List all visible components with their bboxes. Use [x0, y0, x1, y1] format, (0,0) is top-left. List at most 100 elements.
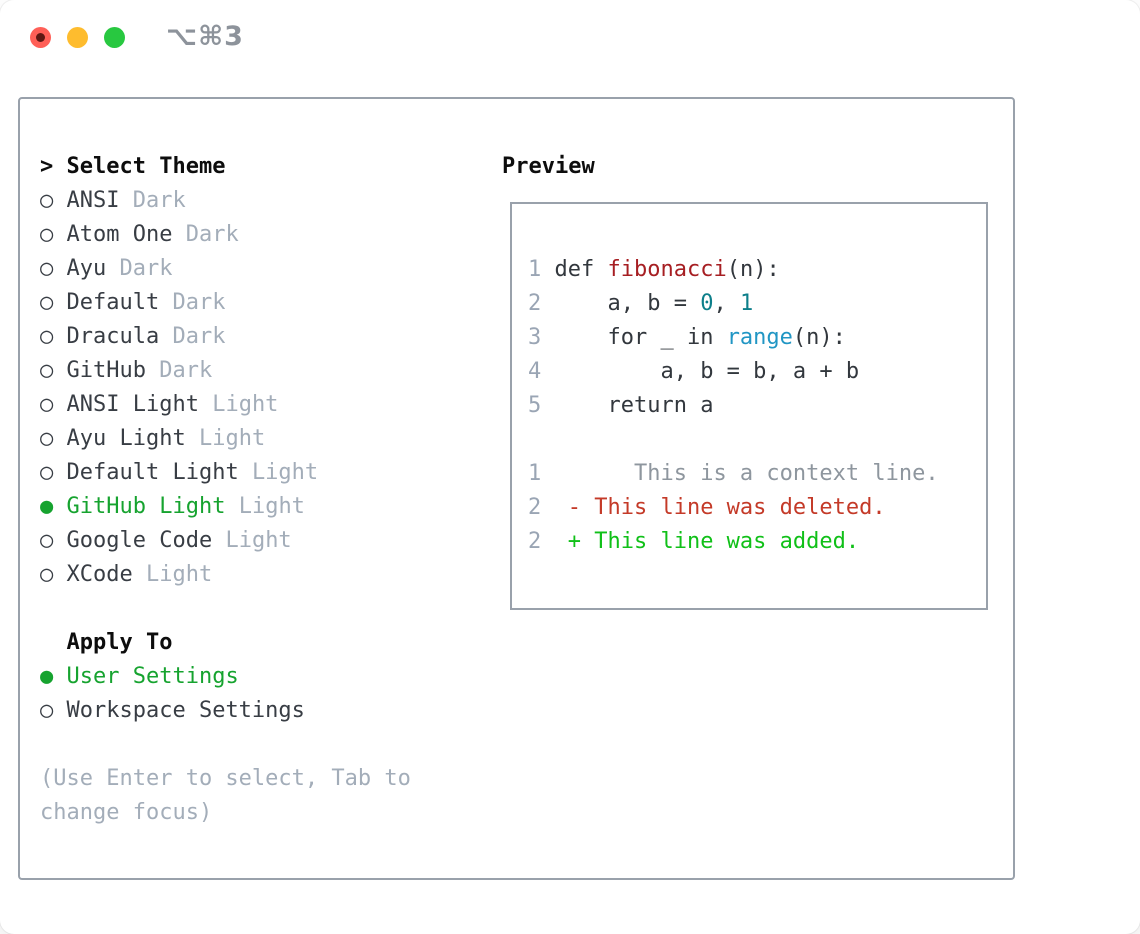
theme-option-default-light[interactable]: ○ Default Light Light — [40, 456, 411, 490]
theme-option-ansi[interactable]: ○ ANSI Dark — [40, 184, 411, 218]
window-title: ⌥⌘3 — [166, 21, 244, 52]
theme-name: GitHub Light — [66, 494, 226, 519]
code-token: fibonacci — [607, 257, 727, 282]
code-token: 0 — [700, 291, 714, 316]
code-token: , — [713, 291, 740, 316]
line-number: 2 — [528, 495, 555, 520]
code-token: 1 — [739, 291, 754, 316]
radio-icon: ○ — [40, 426, 54, 451]
code-line: 5 return a — [528, 389, 986, 423]
apply-to-label: Apply To — [66, 630, 173, 655]
select-theme-header: > Select Theme — [40, 150, 411, 184]
code-token: a, b = b, a + b — [554, 359, 860, 384]
theme-name: Google Code — [66, 528, 213, 553]
theme-option-github-light[interactable]: ● GitHub Light Light — [40, 490, 411, 524]
theme-option-ayu-light[interactable]: ○ Ayu Light Light — [40, 422, 411, 456]
code-token: a, b = — [554, 291, 701, 316]
line-number: 1 — [528, 461, 555, 486]
radio-icon: ○ — [40, 392, 54, 417]
theme-variant-tag: Dark — [132, 188, 186, 213]
theme-name: Default Light — [66, 460, 239, 485]
theme-option-ayu[interactable]: ○ Ayu Dark — [40, 252, 411, 286]
code-line: 2 + This line was added. — [528, 525, 986, 559]
focus-caret-icon: > — [40, 154, 54, 179]
code-token: (n): — [792, 325, 846, 350]
radio-icon: ○ — [40, 222, 54, 247]
code-line: 2 - This line was deleted. — [528, 491, 986, 525]
radio-icon: ○ — [40, 256, 54, 281]
radio-icon: ○ — [40, 358, 54, 383]
theme-variant-tag: Light — [145, 562, 213, 587]
theme-option-ansi-light[interactable]: ○ ANSI Light Light — [40, 388, 411, 422]
spacer — [40, 592, 411, 626]
radio-icon: ○ — [40, 562, 54, 587]
apply-option-label: Workspace Settings — [66, 698, 305, 723]
theme-name: Dracula — [66, 324, 160, 349]
theme-picker-panel: > Select Theme○ ANSI Dark○ Atom One Dark… — [18, 97, 1015, 880]
theme-name: Atom One — [66, 222, 173, 247]
preview-title: Preview — [502, 154, 595, 179]
apply-option-label: User Settings — [66, 664, 239, 689]
apply-option-user-settings[interactable]: ● User Settings — [40, 660, 411, 694]
code-token: return a — [554, 393, 714, 418]
theme-option-atom-one[interactable]: ○ Atom One Dark — [40, 218, 411, 252]
code-token: for _ in — [554, 325, 727, 350]
code-token: + This line was added. — [554, 529, 860, 554]
radio-icon: ○ — [40, 698, 54, 723]
line-number: 2 — [528, 291, 555, 316]
spacer — [40, 728, 411, 762]
theme-variant-tag: Light — [212, 392, 279, 417]
theme-option-google-code[interactable]: ○ Google Code Light — [40, 524, 411, 558]
theme-variant-tag: Light — [238, 494, 305, 519]
theme-name: Ayu — [66, 256, 107, 281]
theme-name: ANSI — [66, 188, 120, 213]
theme-option-default[interactable]: ○ Default Dark — [40, 286, 411, 320]
theme-name: ANSI Light — [66, 392, 199, 417]
code-token: This is a context line. — [554, 461, 939, 486]
radio-icon: ○ — [40, 324, 54, 349]
line-number: 1 — [528, 257, 555, 282]
code-spacer — [528, 423, 986, 457]
theme-variant-tag: Dark — [185, 222, 239, 247]
radio-icon: ○ — [40, 460, 54, 485]
theme-variant-tag: Light — [225, 528, 292, 553]
code-line: 1 def fibonacci(n): — [528, 253, 986, 287]
code-token: - This line was deleted. — [554, 495, 886, 520]
theme-option-dracula[interactable]: ○ Dracula Dark — [40, 320, 411, 354]
hint-line-2: change focus) — [40, 800, 213, 825]
apply-to-header: Apply To — [40, 626, 411, 660]
minimize-button[interactable] — [67, 27, 88, 48]
theme-variant-tag: Dark — [119, 256, 173, 281]
theme-variant-tag: Dark — [172, 324, 226, 349]
code-token: def — [554, 257, 608, 282]
theme-option-xcode[interactable]: ○ XCode Light — [40, 558, 411, 592]
line-number: 5 — [528, 393, 555, 418]
theme-variant-tag: Dark — [159, 358, 213, 383]
line-number: 4 — [528, 359, 555, 384]
theme-variant-tag: Dark — [172, 290, 226, 315]
theme-name: Ayu Light — [66, 426, 186, 451]
theme-name: GitHub — [66, 358, 146, 383]
radio-icon: ○ — [40, 528, 54, 553]
hint-line-1: (Use Enter to select, Tab to — [40, 766, 411, 791]
theme-variant-tag: Light — [198, 426, 266, 451]
zoom-button[interactable] — [104, 27, 125, 48]
radio-selected-icon: ● — [40, 494, 54, 519]
line-number: 2 — [528, 529, 555, 554]
radio-icon: ○ — [40, 290, 54, 315]
code-line: 3 for _ in range(n): — [528, 321, 986, 355]
theme-option-github[interactable]: ○ GitHub Dark — [40, 354, 411, 388]
theme-name: Default — [66, 290, 160, 315]
line-number: 3 — [528, 325, 555, 350]
apply-option-workspace-settings[interactable]: ○ Workspace Settings — [40, 694, 411, 728]
code-token: (n): — [726, 257, 780, 282]
code-line: 1 This is a context line. — [528, 457, 986, 491]
close-button[interactable] — [30, 27, 51, 48]
code-line: 4 a, b = b, a + b — [528, 355, 986, 389]
theme-variant-tag: Light — [251, 460, 319, 485]
code-token: range — [726, 325, 793, 350]
radio-icon: ○ — [40, 188, 54, 213]
select-theme-label: Select Theme — [66, 154, 226, 179]
